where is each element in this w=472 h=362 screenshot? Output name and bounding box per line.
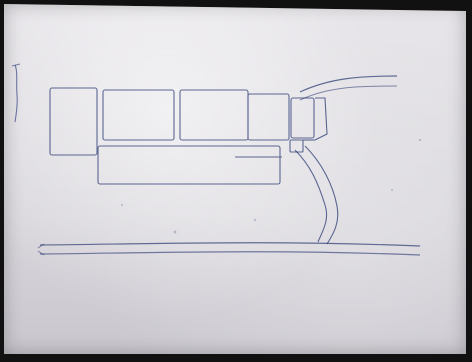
paper-sheet [4, 4, 466, 354]
photo-edge [457, 351, 458, 352]
